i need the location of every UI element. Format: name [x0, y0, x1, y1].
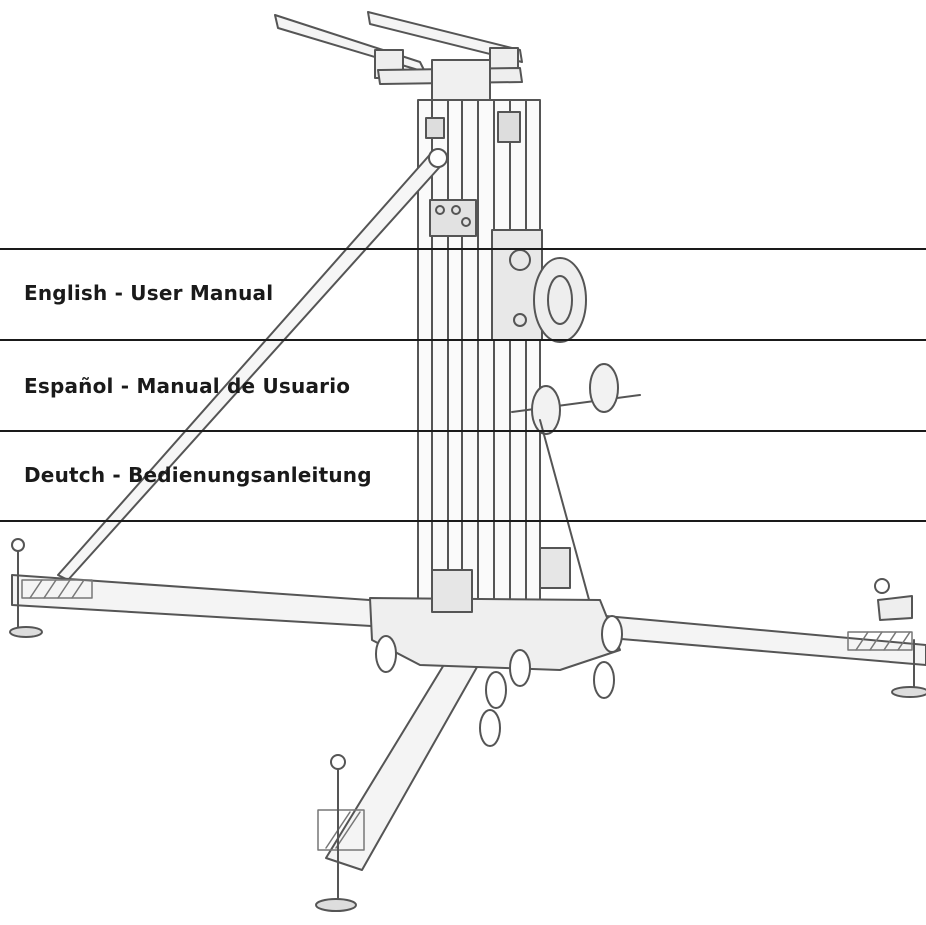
divider-line — [0, 520, 926, 522]
divider-line — [0, 339, 926, 341]
english-manual-link[interactable]: English - User Manual — [24, 281, 274, 305]
divider-line — [0, 248, 926, 250]
spanish-manual-link[interactable]: Español - Manual de Usuario — [24, 374, 351, 398]
german-manual-link[interactable]: Deutch - Bedienungsanleitung — [24, 463, 372, 487]
divider-line — [0, 430, 926, 432]
